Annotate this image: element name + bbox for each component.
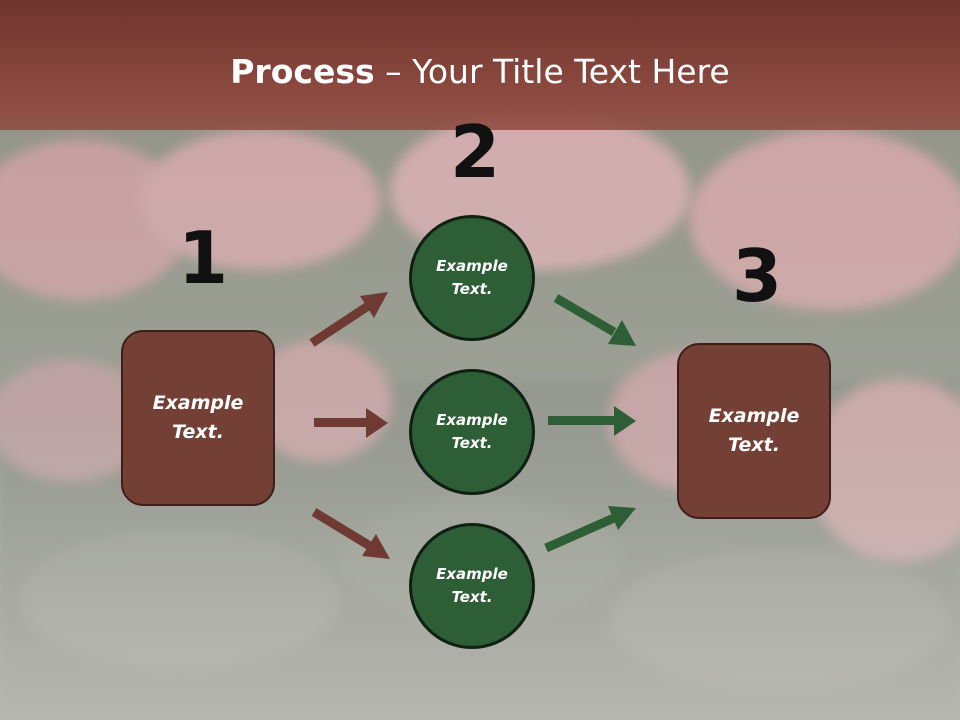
- step-number-1: 1: [178, 216, 229, 300]
- step-2-circle-middle: Example Text.: [409, 369, 535, 495]
- arrow-to-bottom-circle: [311, 508, 390, 559]
- circle-middle-label: Example Text.: [436, 411, 508, 452]
- step-3-box-label: Example Text.: [708, 405, 800, 456]
- step-2-circle-top: Example Text.: [409, 215, 535, 341]
- title-bold: Process: [230, 52, 375, 91]
- arrow-to-middle-circle: [314, 408, 388, 438]
- arrow-to-top-circle: [309, 292, 388, 347]
- step-1-box-label: Example Text.: [152, 392, 244, 443]
- page-title: Process – Your Title Text Here: [0, 52, 960, 91]
- step-1-box: Example Text.: [121, 330, 275, 506]
- step-number-2: 2: [450, 110, 501, 194]
- step-number-3: 3: [732, 234, 783, 318]
- circle-top-label: Example Text.: [436, 257, 508, 298]
- arrow-from-bottom-circle: [544, 506, 636, 553]
- step-3-box: Example Text.: [677, 343, 831, 519]
- arrow-from-top-circle: [553, 294, 636, 346]
- step-2-circle-bottom: Example Text.: [409, 523, 535, 649]
- circle-bottom-label: Example Text.: [436, 565, 508, 606]
- title-bar: [0, 0, 960, 130]
- title-rest: – Your Title Text Here: [374, 52, 730, 91]
- arrow-from-middle-circle: [548, 406, 636, 436]
